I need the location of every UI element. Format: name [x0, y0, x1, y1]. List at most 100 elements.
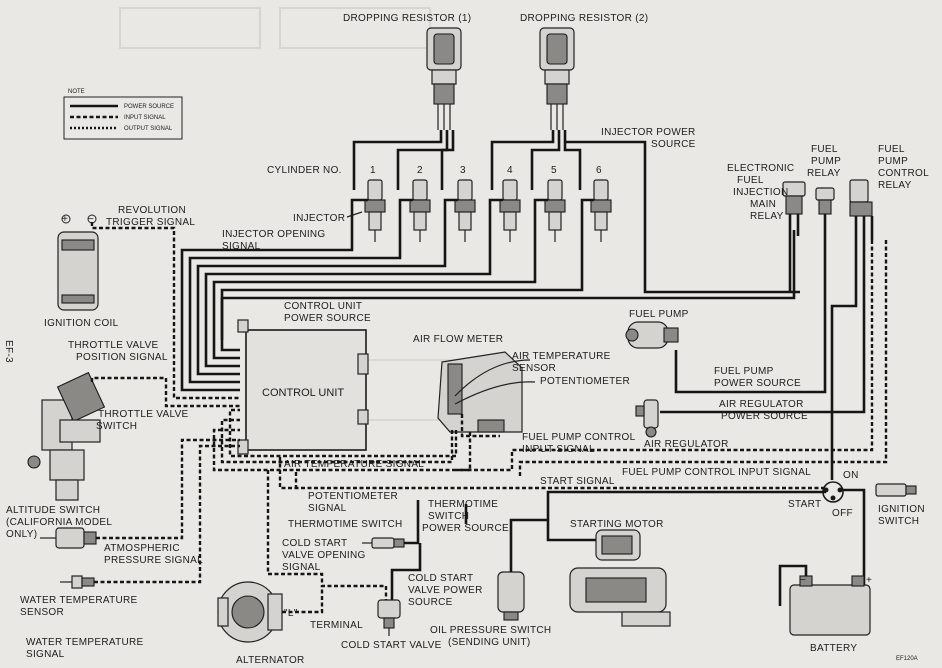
on-label: ON	[843, 470, 859, 481]
injector-cylinder-4	[499, 179, 521, 242]
cold-start-opening-label-3: SIGNAL	[282, 562, 321, 573]
fuel-pump-control-input-label-1: FUEL PUMP CONTROL	[522, 432, 636, 443]
water-temperature-sensor-label-1: WATER TEMPERATURE	[20, 595, 138, 606]
ignition-switch-label-2: SWITCH	[878, 516, 919, 527]
start-signal-wire	[278, 456, 825, 490]
fuel-pump-relay-label-1: FUEL	[811, 144, 838, 155]
figure-code: EF120A	[896, 656, 918, 662]
water-temperature-signal-label-2: SIGNAL	[26, 649, 65, 660]
oil-pressure-switch-label-1: OIL PRESSURE SWITCH	[430, 625, 551, 636]
air-temperature-sensor-label-1: AIR TEMPERATURE	[512, 351, 611, 362]
control-unit-label: CONTROL UNIT	[262, 387, 344, 399]
dropping-resistor-2-label: DROPPING RESISTOR (2)	[520, 13, 648, 24]
afm-signal-wiring	[212, 408, 472, 472]
air-temperature-signal-label: AIR TEMPERATURE SIGNAL	[284, 459, 424, 470]
svg-text:+: +	[62, 214, 68, 225]
battery-power-wire	[840, 488, 866, 585]
throttle-valve	[27, 371, 106, 501]
fuel-pump-control-relay	[849, 179, 874, 240]
atmospheric-pressure-label-1: ATMOSPHERIC	[104, 543, 180, 554]
control-unit	[237, 319, 369, 455]
efi-main-relay-label-4: MAIN	[750, 199, 776, 210]
l-terminal-label-1: "L"	[284, 608, 298, 619]
starting-motor	[569, 529, 671, 627]
injector-opening-signal-label-1: INJECTOR OPENING	[222, 229, 326, 240]
revolution-trigger-label-1: REVOLUTION	[118, 205, 186, 216]
air-regulator-label: AIR REGULATOR	[644, 439, 729, 450]
cylinder-5-label: 5	[551, 165, 557, 176]
fuel-pump-power-source-label-2: POWER SOURCE	[714, 378, 801, 389]
starter-power-wire	[546, 490, 826, 542]
cylinder-3-label: 3	[460, 165, 466, 176]
legend-input-label: INPUT SIGNAL	[124, 115, 166, 121]
injector-cylinder-2	[409, 179, 431, 242]
battery: − +	[778, 564, 872, 636]
efi-main-relay-label-5: RELAY	[750, 211, 784, 222]
alternator-label: ALTERNATOR	[236, 655, 305, 666]
legend-power-label: POWER SOURCE	[124, 104, 174, 110]
cold-start-valve-label: COLD START VALVE	[341, 640, 442, 651]
injector-cylinder-1	[364, 179, 386, 242]
relay-wiring	[456, 236, 888, 480]
water-temperature-sensor-label-2: SENSOR	[20, 607, 64, 618]
altitude-switch-label-1: ALTITUDE SWITCH	[6, 505, 100, 516]
dropping-resistor-2	[539, 27, 575, 130]
alternator	[217, 581, 283, 643]
fuel-pump-control-relay-label-3: CONTROL	[878, 168, 929, 179]
dropping-resistor-1-label: DROPPING RESISTOR (1)	[343, 13, 471, 24]
cold-start-opening-label-2: VALVE OPENING	[282, 550, 366, 561]
efi-main-relay-label-3: INJECTION	[733, 187, 788, 198]
revolution-trigger-wire	[90, 222, 240, 400]
atmospheric-pressure-wire	[96, 438, 240, 540]
fuel-pump-power-source-label-1: FUEL PUMP	[714, 366, 774, 377]
air-flow-meter-label: AIR FLOW METER	[413, 334, 503, 345]
altitude-switch-label-3: ONLY)	[6, 529, 37, 540]
injector-opening-signal-label-2: SIGNAL	[222, 241, 261, 252]
start-label: START	[788, 499, 821, 510]
injector-cylinder-6	[590, 179, 612, 242]
off-label: OFF	[832, 508, 853, 519]
injector-cylinder-5	[544, 179, 566, 242]
fuel-pump	[625, 321, 679, 349]
throttle-valve-switch-label-2: SWITCH	[96, 421, 137, 432]
altitude-switch-label-2: (CALIFORNIA MODEL	[6, 517, 112, 528]
cold-start-opening-label-1: COLD START	[282, 538, 347, 549]
oil-pressure-switch	[497, 571, 525, 621]
fuel-pump-label: FUEL PUMP	[629, 309, 689, 320]
fuel-pump-relay-label-3: RELAY	[807, 168, 841, 179]
ignition-coil: + −	[57, 214, 99, 311]
cylinder-6-label: 6	[596, 165, 602, 176]
injector-cylinder-3	[454, 179, 476, 242]
altitude-switch	[40, 527, 97, 549]
cylinder-1-label: 1	[370, 165, 376, 176]
throttle-valve-position-label-2: POSITION SIGNAL	[76, 352, 168, 363]
air-regulator-power-source-label-2: POWER SOURCE	[721, 411, 808, 422]
potentiometer-signal-label-1: POTENTIOMETER	[308, 491, 398, 502]
efi-main-relay-label-1: ELECTRONIC	[727, 163, 794, 174]
potentiometer-label: POTENTIOMETER	[540, 376, 630, 387]
water-temperature-wire	[94, 444, 240, 584]
water-temperature-signal-label-1: WATER TEMPERATURE	[26, 637, 144, 648]
cold-start-power-label-1: COLD START	[408, 573, 473, 584]
dropping-resistor-1	[426, 27, 462, 130]
fuel-pump-control-relay-label-1: FUEL	[878, 144, 905, 155]
thermotime-power-source-label-3: POWER SOURCE	[422, 523, 509, 534]
thermotime-power-source-label-1: THERMOTIME	[428, 499, 498, 510]
air-regulator-power-source-label-1: AIR REGULATOR	[719, 399, 804, 410]
legend-title: NOTE	[68, 89, 85, 95]
efi-main-relay-label-2: FUEL	[737, 175, 764, 186]
throttle-signal-wire	[90, 376, 240, 408]
revolution-trigger-label-2: TRIGGER SIGNAL	[106, 217, 195, 228]
throttle-valve-switch-label-1: THROTTLE VALVE	[98, 409, 189, 420]
thermotime-switch	[362, 537, 405, 549]
air-flow-meter	[437, 351, 536, 438]
ignition-switch-label-1: IGNITION	[878, 504, 925, 515]
thermotime-power-source-label-2: SWITCH	[428, 511, 469, 522]
atmospheric-pressure-label-2: PRESSURE SIGNAL	[104, 555, 203, 566]
fuel-pump-relay	[815, 187, 835, 238]
air-temperature-sensor-label-2: SENSOR	[512, 363, 556, 374]
cylinder-no-label: CYLINDER NO.	[267, 165, 342, 176]
injector-power-source-label-1: INJECTOR POWER	[601, 127, 696, 138]
